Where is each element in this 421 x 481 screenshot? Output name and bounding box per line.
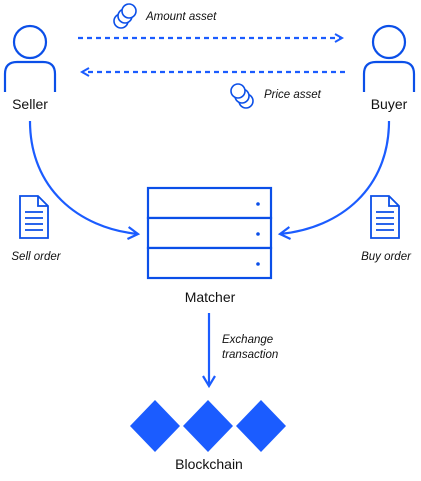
server-indicator-lights (256, 202, 260, 266)
exchange-label-line1: Exchange (222, 334, 273, 346)
amount-coins-icon (113, 3, 137, 29)
matcher-server-icon (146, 186, 273, 280)
price-asset-label: Price asset (264, 89, 322, 101)
exchange-transaction-label: Exchange transaction (222, 334, 278, 361)
seller-person-icon (3, 24, 57, 92)
matcher-label: Matcher (185, 289, 236, 305)
buyer-label: Buyer (371, 96, 408, 112)
price-coins-icon (230, 83, 254, 109)
seller-label: Seller (12, 96, 48, 112)
blockchain-diamond-blocks-icon (130, 400, 286, 452)
sell-order-document-icon (19, 195, 49, 239)
exchange-label-line2: transaction (222, 349, 278, 361)
buyer-person-icon (362, 24, 416, 92)
sell-order-label: Sell order (11, 251, 61, 263)
amount-asset-label: Amount asset (145, 11, 217, 23)
buy-order-label: Buy order (361, 251, 412, 263)
seller-to-matcher-arrow (28, 120, 141, 240)
buyer-to-matcher-arrow (277, 120, 391, 240)
buy-order-document-icon (370, 195, 400, 239)
blockchain-label: Blockchain (175, 456, 243, 472)
